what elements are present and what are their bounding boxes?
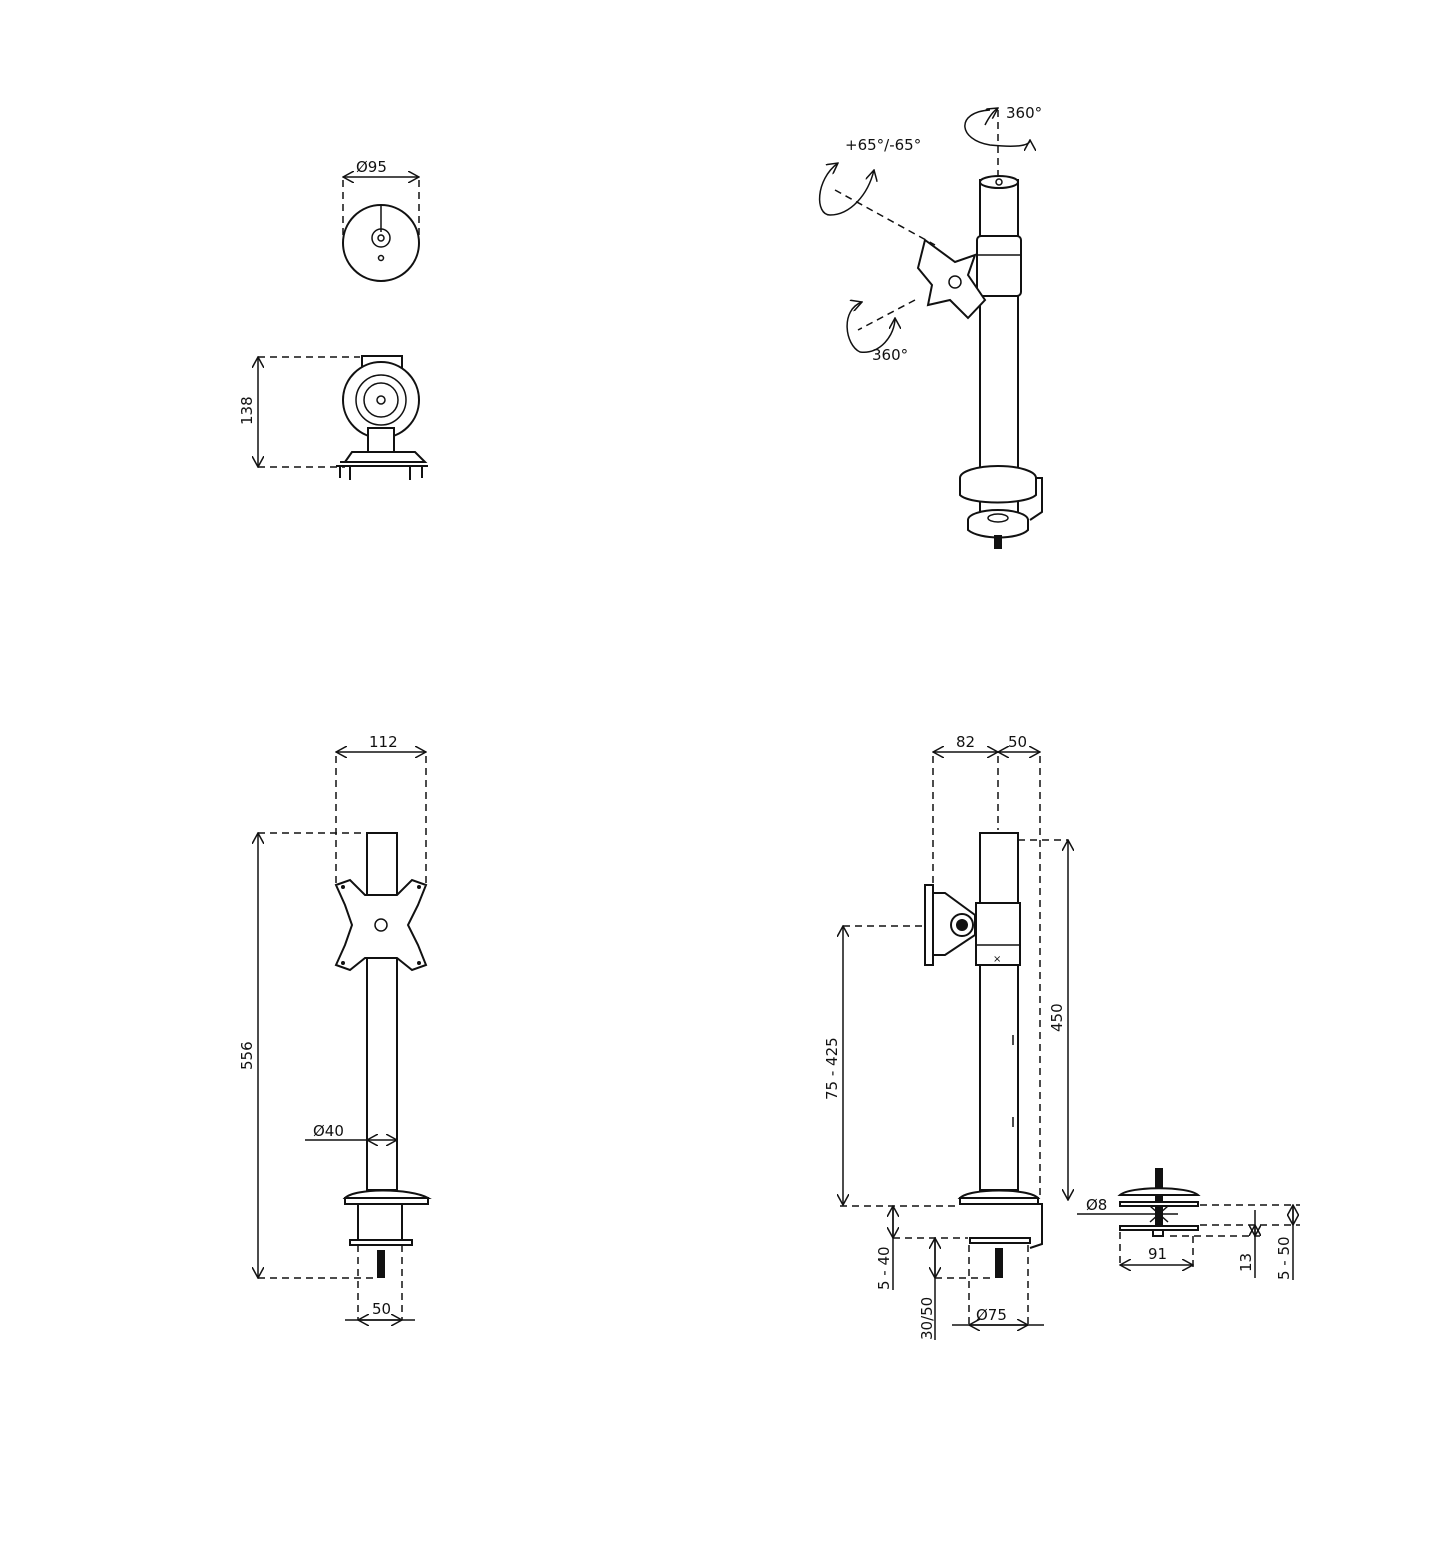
dimension-label: 450 [1048, 1003, 1066, 1032]
dimension-label: 138 [238, 396, 256, 425]
dimension-label: Ø8 [1086, 1196, 1107, 1214]
clamp-side-view: 138 [238, 355, 428, 480]
dimension-label: 82 [956, 733, 975, 751]
dimension-label: 75 - 425 [823, 1037, 841, 1100]
top-view: Ø95 [342, 158, 420, 282]
perspective-view: 360° +65°/-65° 360° [818, 104, 1043, 549]
screw-mark-icon: × [993, 954, 1001, 965]
front-view: 112 556 Ø40 50 [238, 733, 432, 1320]
rotation-arrow-icon [846, 302, 895, 353]
dimension-label: Ø40 [313, 1122, 344, 1140]
rotation-arrow-icon [964, 109, 1030, 146]
dimension-label: Ø95 [356, 158, 387, 176]
dimension-label: 556 [238, 1041, 256, 1070]
tilt-arrow-icon [818, 163, 874, 216]
dimension-label: 30/50 [918, 1297, 936, 1340]
side-view: 82 50 450 75 - 425 × 5 - 40 30/50 Ø75 [823, 733, 1068, 1340]
rotation-label: 360° [872, 346, 908, 364]
dimension-label: Ø75 [976, 1306, 1007, 1324]
rotation-label: 360° [1006, 104, 1042, 122]
dimension-label: 50 [372, 1300, 391, 1318]
grommet-detail: Ø8 91 13 5 - 50 [1077, 1168, 1300, 1280]
dimension-label: 5 - 40 [875, 1246, 893, 1290]
tilt-label: +65°/-65° [845, 136, 921, 154]
dimension-label: 13 [1237, 1253, 1255, 1272]
dimension-label: 50 [1008, 733, 1027, 751]
dimension-label: 91 [1148, 1245, 1167, 1263]
dimension-label: 112 [369, 733, 398, 751]
dimension-label: 5 - 50 [1275, 1236, 1293, 1280]
